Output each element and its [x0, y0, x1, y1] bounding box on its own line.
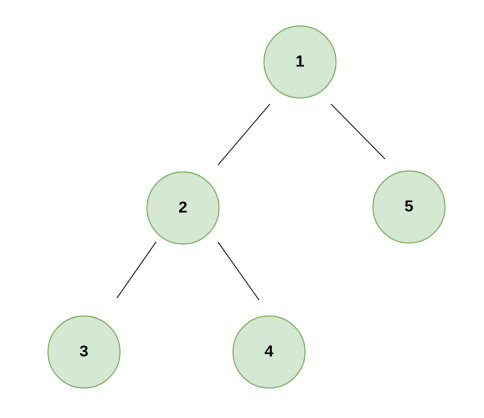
edge-1-2 [217, 103, 271, 166]
node-3: 3 [47, 315, 121, 389]
node-5-circle [372, 170, 446, 244]
node-4-label: 4 [265, 344, 274, 361]
edge-layer [116, 103, 386, 301]
edge-1-5 [330, 103, 386, 160]
node-4-circle [232, 315, 306, 389]
node-5-label: 5 [405, 199, 414, 216]
node-1: 1 [263, 25, 337, 99]
node-2-circle [146, 171, 220, 245]
edge-2-4 [217, 241, 260, 301]
node-2-label: 2 [179, 200, 188, 217]
node-2: 2 [146, 171, 220, 245]
node-layer: 1 2 5 3 4 [47, 25, 446, 389]
node-1-label: 1 [296, 54, 305, 71]
node-3-label: 3 [80, 344, 89, 361]
edge-2-3 [116, 241, 157, 299]
node-5: 5 [372, 170, 446, 244]
node-4: 4 [232, 315, 306, 389]
node-1-circle [263, 25, 337, 99]
node-3-circle [47, 315, 121, 389]
